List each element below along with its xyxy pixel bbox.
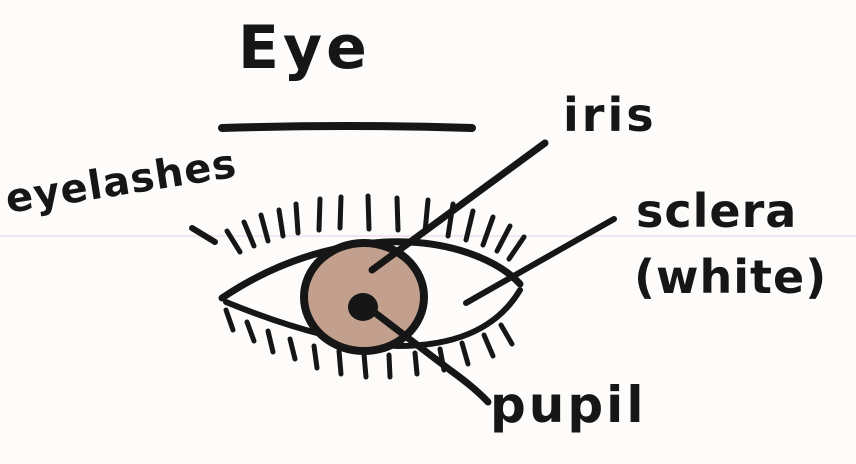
eyelashes-leader — [192, 228, 215, 242]
page-title: Eye — [238, 18, 371, 78]
iris-label: iris — [563, 92, 657, 138]
pupil — [348, 293, 378, 321]
sclera-label: sclera — [636, 188, 797, 234]
sclera-white-label: (white) — [634, 254, 827, 300]
title-underline — [222, 126, 472, 128]
pupil-label: pupil — [490, 380, 646, 430]
